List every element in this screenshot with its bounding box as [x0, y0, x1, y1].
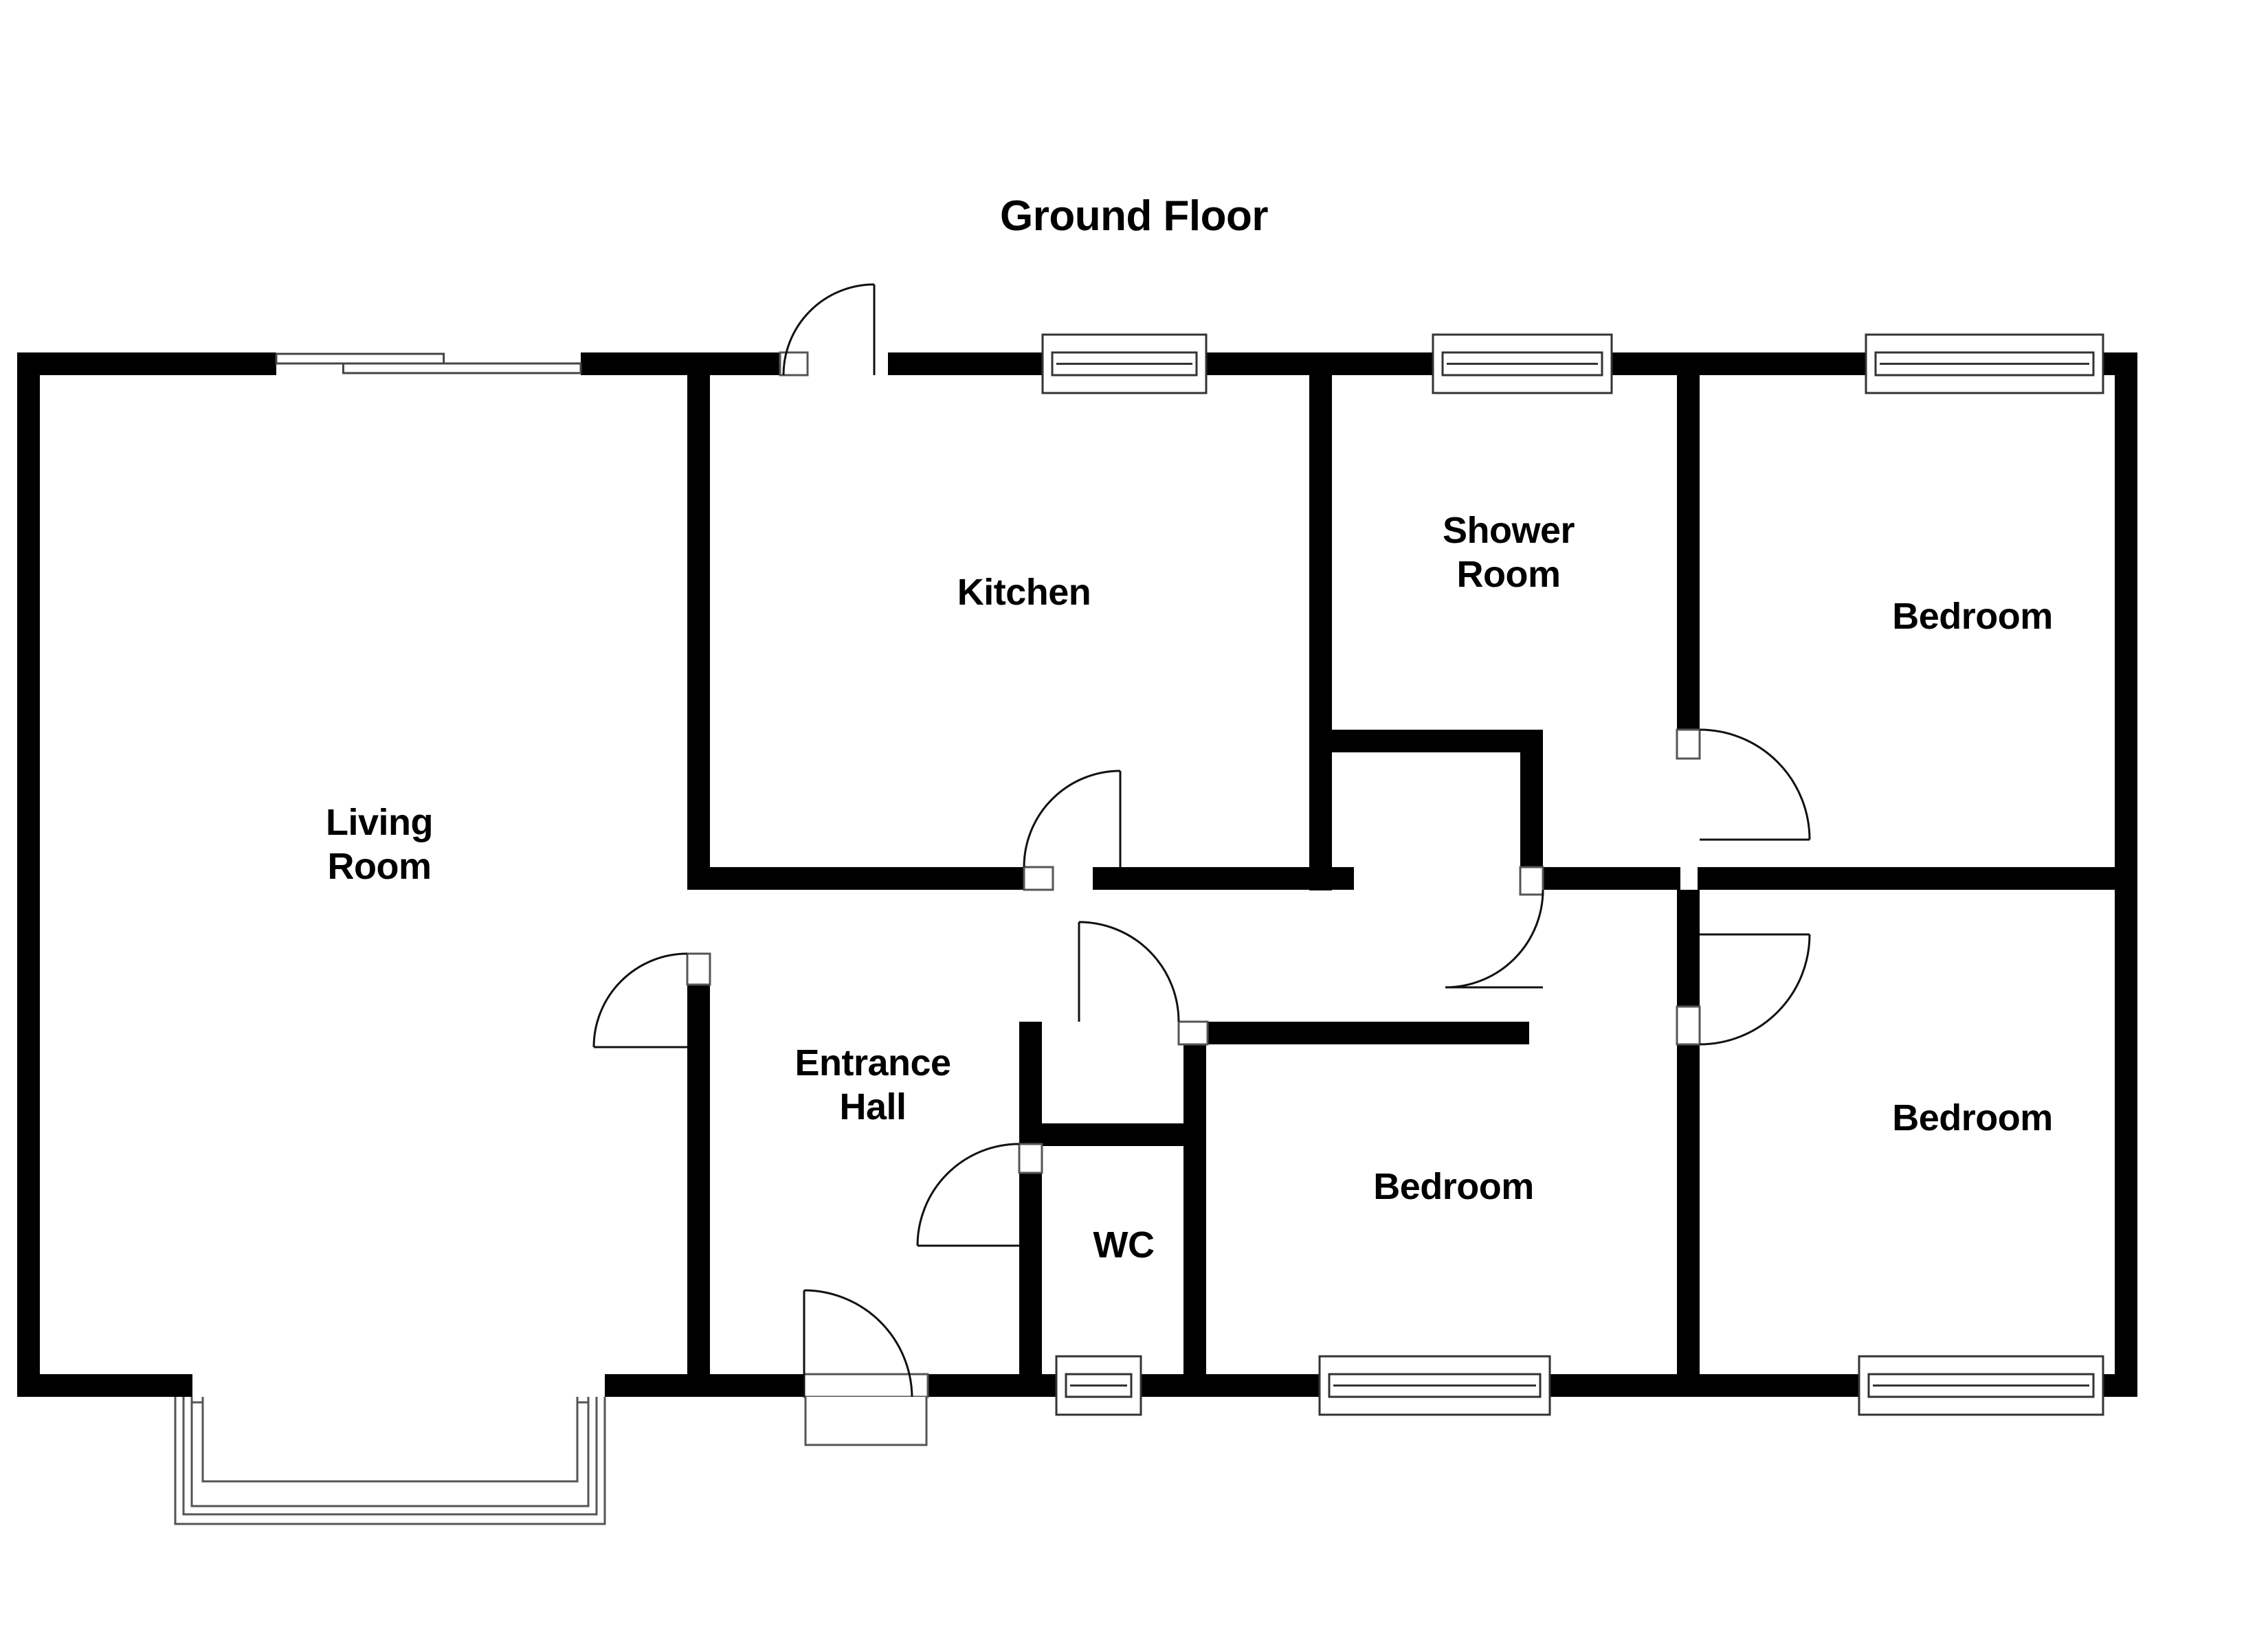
- sliding-door-living-top-panel-front: [342, 362, 582, 374]
- opening-kitchen-top-outline: [779, 351, 809, 377]
- wall-wc-right: [1183, 1022, 1206, 1397]
- room-label-wc: WC: [1093, 1224, 1155, 1266]
- door-entrance-front: [803, 1289, 928, 1446]
- opening-bedroom2-outline: [1676, 1005, 1701, 1046]
- bay-window-living-inner: [190, 1397, 590, 1507]
- bay-window-living-outer: [174, 1397, 606, 1525]
- opening-bedroom1-outline: [1676, 728, 1701, 760]
- wall-shower-bottom: [1309, 730, 1543, 752]
- sliding-door-living-top-panel-rear: [275, 352, 445, 365]
- windows-group: [1041, 333, 2104, 1416]
- wall-shower-bedroom1: [1677, 375, 1700, 732]
- door-bedroom-2: [1699, 933, 1811, 1046]
- exterior-top-mid-d: [1612, 352, 1866, 375]
- exterior-bottom-d: [1550, 1374, 1859, 1397]
- exterior-top-mid-a: [581, 352, 780, 375]
- exterior-left: [17, 352, 40, 1397]
- opening-shower: [1520, 867, 1543, 895]
- page-title: Ground Floor: [1000, 192, 1268, 240]
- opening-bedroom3-outline: [1177, 1020, 1209, 1046]
- window-kitchen-top: [1041, 333, 1208, 394]
- opening-bedroom1: [1677, 730, 1700, 759]
- doors-group: [592, 283, 1811, 1446]
- door-bedroom-1: [1699, 728, 1811, 841]
- door-bedroom-3: [1078, 921, 1180, 1022]
- exterior-top-mid-c: [1206, 352, 1433, 375]
- wall-kitchen-shower: [1309, 375, 1332, 890]
- door-kitchen-hall: [1023, 770, 1122, 868]
- sliding-door-living-room: [275, 352, 582, 375]
- exterior-bottom-e: [2103, 1374, 2137, 1397]
- door-openings-group: [686, 351, 1701, 1398]
- window-bedroom1-top: [1865, 333, 2104, 394]
- opening-kitchen-hall-outline: [1023, 866, 1054, 891]
- opening-shower-outline: [1519, 866, 1544, 896]
- window-bedroom2-bottom: [1858, 1355, 2104, 1416]
- door-shower-room: [1445, 889, 1544, 989]
- exterior-top-left: [17, 352, 276, 375]
- wall-shower-bottom-2: [1543, 867, 1680, 890]
- room-label-bedroom-3: Bedroom: [1373, 1166, 1534, 1207]
- opening-living-hall: [687, 954, 710, 985]
- wall-living-hall-lower: [687, 983, 710, 1397]
- wall-kitchen-hall: [687, 867, 1024, 890]
- exterior-top-mid-b: [888, 352, 1043, 375]
- walls-group: [17, 352, 2137, 1397]
- door-wc: [916, 1143, 1020, 1247]
- window-bedroom3-bottom: [1318, 1355, 1551, 1416]
- door-kitchen-top: [782, 283, 876, 376]
- wall-bed1-bed2: [1698, 867, 2137, 890]
- opening-wc-outline: [1018, 1143, 1043, 1174]
- wall-wc-bottom: [1019, 1123, 1206, 1146]
- wall-right-vertical-b: [1677, 1044, 1700, 1397]
- opening-bedroom2: [1677, 1007, 1700, 1044]
- bay-window-living-mid: [182, 1397, 598, 1516]
- opening-kitchen-hall: [1024, 867, 1053, 890]
- room-label-kitchen: Kitchen: [957, 572, 1091, 613]
- opening-wc: [1019, 1144, 1042, 1173]
- room-label-bedroom-2: Bedroom: [1892, 1097, 2053, 1138]
- window-shower-top: [1432, 333, 1613, 394]
- bay-window-living-sill: [201, 1397, 579, 1483]
- bay-window-living-room: [174, 1397, 606, 1525]
- exterior-bottom-c: [1141, 1374, 1320, 1397]
- door-living-hall: [592, 952, 688, 1048]
- opening-entrance-front: [804, 1374, 928, 1397]
- wall-bed3-top: [1206, 1022, 1529, 1044]
- opening-bedroom3: [1179, 1022, 1208, 1044]
- opening-living-hall-outline: [686, 952, 711, 986]
- room-label-bedroom-1: Bedroom: [1892, 596, 2053, 637]
- wall-living-kitchen-upper: [687, 352, 710, 888]
- exterior-bottom-left: [17, 1374, 192, 1397]
- wall-right-vertical-a: [1677, 890, 1700, 1007]
- window-hall-bottom: [1055, 1355, 1142, 1416]
- wall-shower-right-stub: [1520, 730, 1543, 891]
